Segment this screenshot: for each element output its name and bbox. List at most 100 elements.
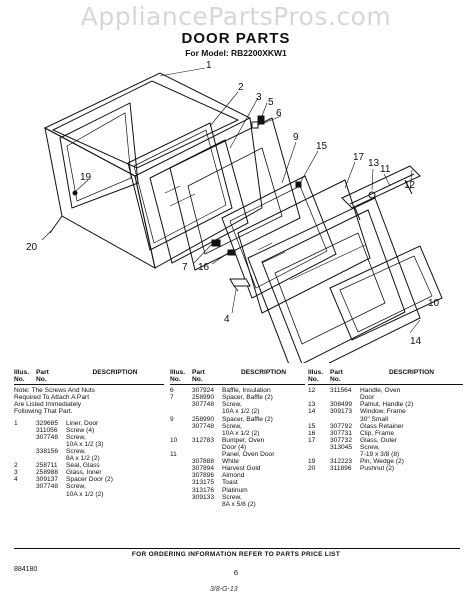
- exploded-door-diagram: 1 2 3 5 6 9 15 17 13 11 12 19 20 7 16 4 …: [26, 60, 443, 363]
- part-description: Baffle, Insulation: [222, 387, 271, 395]
- part-number: 309133: [192, 493, 215, 501]
- part-description: 30" Small: [360, 415, 388, 423]
- part-description: Almond: [222, 472, 245, 480]
- part-number: 329685: [36, 419, 59, 427]
- illus-number: [14, 483, 36, 490]
- header-part: Part No.: [36, 369, 49, 384]
- part-number: 309173: [330, 408, 353, 416]
- illus-number: [170, 430, 192, 437]
- frame-clip-part: [227, 249, 236, 256]
- part-number: 312783: [192, 436, 215, 444]
- illus-number: 16: [308, 429, 316, 437]
- illus-number: 14: [308, 408, 316, 416]
- table-row: 8A x 5/8 (2): [170, 501, 305, 508]
- callout-5: 5: [268, 97, 274, 108]
- watermark: AppliancePartsPros.com: [80, 2, 392, 31]
- page-title: DOOR PARTS: [181, 30, 291, 47]
- part-number: 338156: [36, 447, 59, 455]
- callout-3: 3: [256, 92, 262, 103]
- part-number: 313045: [330, 443, 353, 451]
- callout-17: 17: [353, 152, 365, 163]
- part-number: [36, 455, 66, 462]
- callout-16: 16: [198, 262, 210, 273]
- part-description: Glass Retainer: [360, 422, 404, 430]
- part-description: Pushnut (2): [360, 465, 395, 473]
- callout-13: 13: [368, 158, 380, 169]
- part-description: Screw (4): [66, 426, 95, 434]
- illus-number: [170, 401, 192, 408]
- part-description: White: [222, 458, 239, 466]
- callout-1: 1: [206, 60, 212, 71]
- table-row: 313045 Screw,: [308, 444, 463, 451]
- table-row: 8A x 1/2 (2): [14, 455, 164, 462]
- callout-4: 4: [224, 314, 230, 325]
- callout-9: 9: [293, 132, 299, 143]
- part-number: [36, 441, 66, 448]
- illus-number: [308, 444, 330, 451]
- callout-12: 12: [404, 180, 416, 191]
- model-line: For Model: RB2200XKW1: [185, 48, 287, 58]
- part-description: Screw,: [360, 443, 380, 451]
- part-description: 10A x 1/2 (2): [222, 408, 260, 416]
- part-number: 258711: [36, 462, 58, 470]
- illus-number: [14, 448, 36, 455]
- illus-number: [14, 427, 36, 434]
- part-description: Glass, Outer: [360, 436, 398, 444]
- door-spacer-part: [229, 278, 251, 287]
- parts-table-column-1: Illus. No. Part No. DESCRIPTION Note: Th…: [14, 369, 164, 498]
- illus-number: 12: [308, 387, 316, 395]
- callout-14: 14: [410, 336, 422, 347]
- illus-number: 13: [308, 401, 316, 409]
- part-description: Handle, Oven: [360, 387, 401, 395]
- illus-number: [170, 472, 192, 479]
- illus-number: 6: [170, 387, 174, 395]
- part-description: Toast: [222, 479, 238, 487]
- part-description: Screw,: [222, 493, 242, 501]
- part-description: Screw,: [66, 483, 86, 491]
- inner-glass-drawing: [149, 139, 249, 264]
- part-description: 10A x 1/2 (2): [222, 429, 260, 437]
- insulation-baffle-drawing: [169, 115, 301, 271]
- part-number: [330, 416, 360, 423]
- illus-number: [170, 494, 192, 501]
- part-number: 307731: [330, 429, 353, 437]
- part-description: Harvest Gold: [222, 465, 261, 473]
- part-description: Bumper, Oven: [222, 436, 265, 444]
- part-description: Spacer, Baffle (2): [222, 415, 273, 423]
- table-row: 7-19 x 3/8 (8): [308, 451, 463, 458]
- part-description: 10A x 1/2 (3): [66, 440, 104, 448]
- table-row: Door: [308, 394, 463, 401]
- footer-rule: [14, 548, 460, 549]
- part-number: 307748: [192, 422, 215, 430]
- header-description: DESCRIPTION: [92, 369, 138, 376]
- header-illus: Illus. No.: [308, 369, 324, 384]
- header-description: DESCRIPTION: [388, 369, 435, 376]
- door-panel-drawing: [247, 197, 421, 363]
- callout-11: 11: [380, 164, 391, 175]
- part-number: 309137: [36, 476, 59, 484]
- illus-number: [308, 416, 330, 423]
- leader-lines: [41, 67, 421, 334]
- part-description: Palnut, Handle (2): [360, 401, 414, 409]
- part-number: [192, 430, 222, 437]
- illus-number: 3: [14, 469, 18, 477]
- illus-number: [170, 444, 192, 451]
- table-row: 10A x 1/2 (3): [14, 441, 164, 448]
